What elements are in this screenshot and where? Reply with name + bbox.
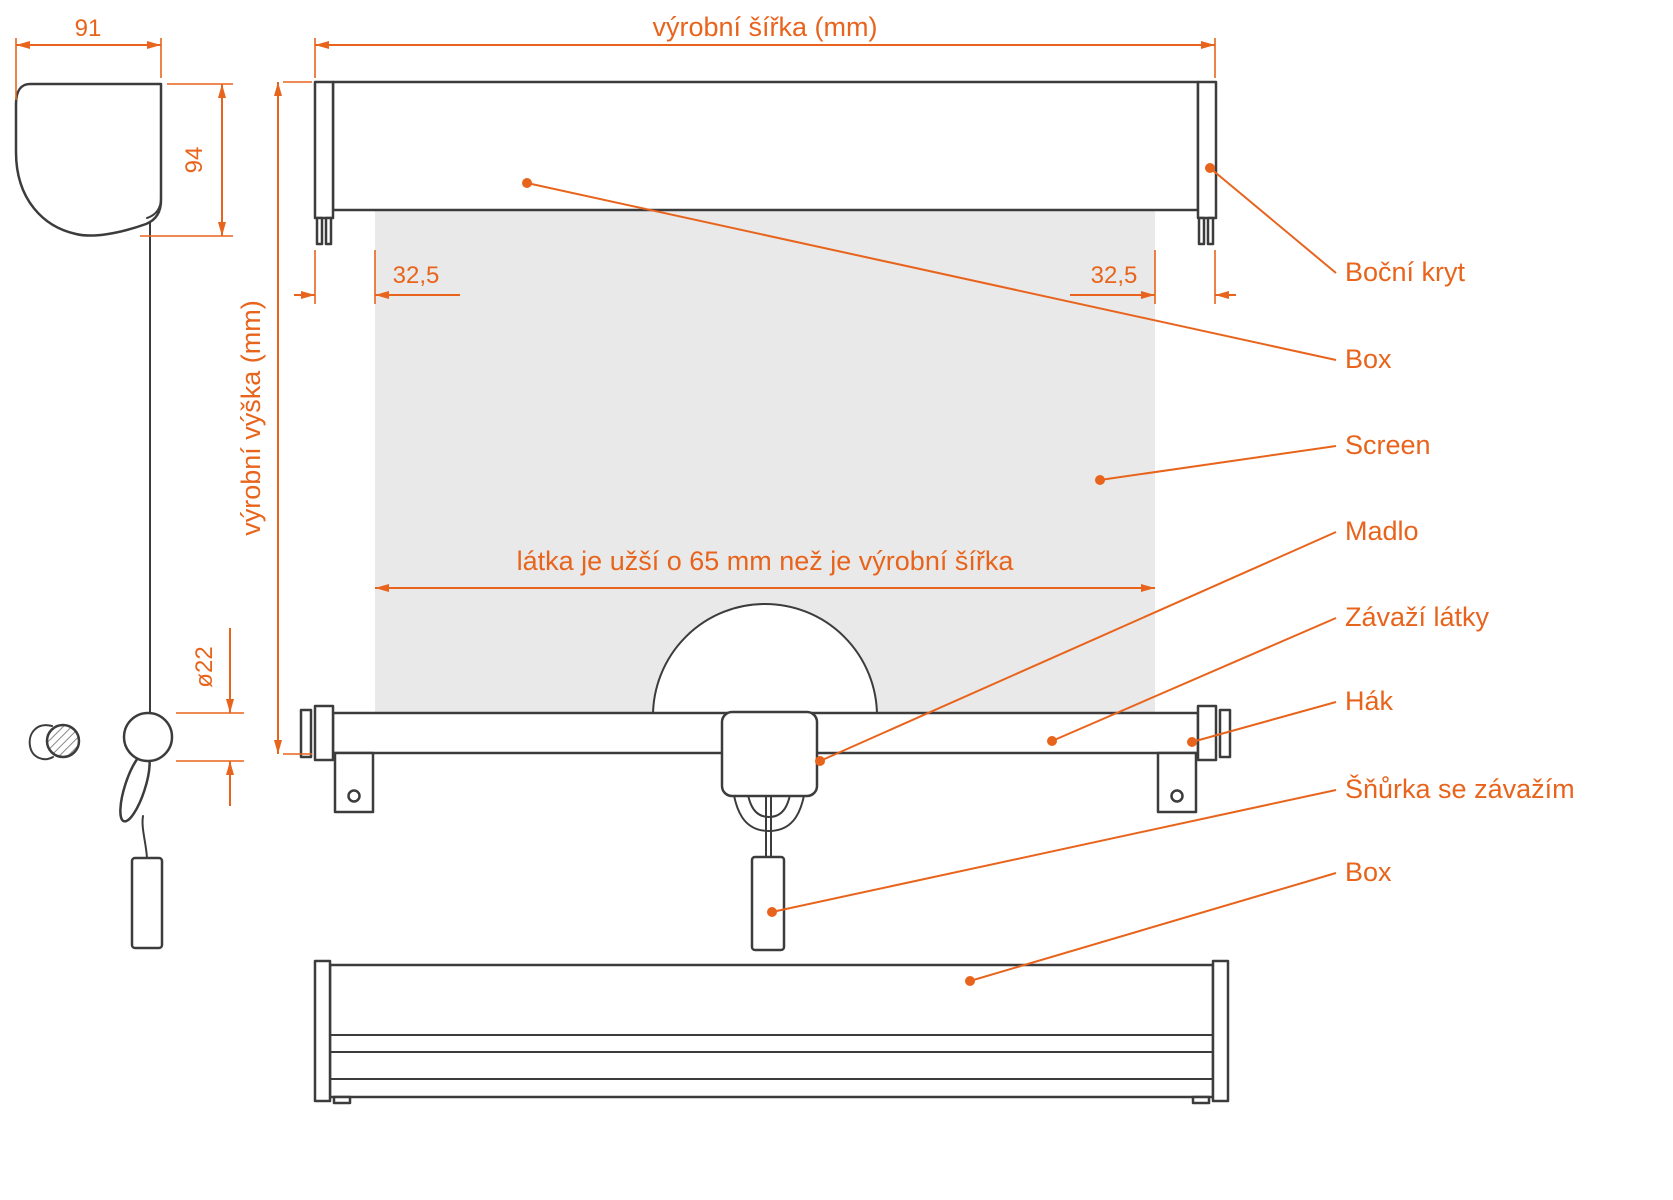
leader-dot-hak: [1187, 737, 1197, 747]
dim-side-width: 91: [15, 15, 162, 100]
front-view: [299, 80, 1232, 952]
dim-offset-left: 32,5: [294, 250, 460, 304]
hook-bracket-left: [333, 751, 375, 814]
bottom-box-foot-left: [332, 1095, 352, 1105]
dim-production-height: výrobní výška (mm): [236, 81, 312, 755]
dim-side-width-text: 91: [75, 15, 102, 42]
label-box-top: Box: [1345, 344, 1392, 374]
control-knob: [122, 711, 174, 763]
side-cover-left-clip: [315, 216, 324, 246]
leader-snurka: [771, 789, 1337, 913]
top-box: [331, 80, 1200, 212]
leader-dot-screen: [1095, 475, 1105, 485]
dim-side-height-text: 94: [181, 147, 208, 174]
cord-cross-section: [45, 723, 81, 759]
cord-weight: [750, 855, 786, 952]
leader-screen: [1099, 445, 1337, 481]
bottom-box-cap-right: [1211, 959, 1230, 1103]
side-cover-left: [313, 80, 335, 220]
dim-fabric-width-text: látka je užší o 65 mm než je výrobní šíř…: [517, 546, 1015, 576]
leader-hak: [1191, 701, 1337, 743]
label-hak: Hák: [1345, 686, 1394, 716]
dim-fabric-width: látka je užší o 65 mm než je výrobní šíř…: [375, 546, 1155, 592]
bottom-box-foot-right: [1191, 1095, 1211, 1105]
label-zavazi-latky: Závaží látky: [1345, 602, 1490, 632]
label-madlo: Madlo: [1345, 516, 1419, 546]
leader-bocni-kryt: [1209, 167, 1337, 274]
leader-madlo: [819, 531, 1337, 762]
side-cover-right-clip2: [1206, 216, 1215, 246]
hook-hole-left: [347, 789, 361, 803]
label-bocni-kryt: Boční kryt: [1345, 257, 1466, 287]
dim-production-width-text: výrobní šířka (mm): [652, 12, 877, 42]
leader-dot-madlo: [815, 756, 825, 766]
control-cord: [141, 815, 148, 859]
callouts: Boční kryt Box Screen Madlo Závaží látky…: [522, 163, 1575, 986]
bottom-box-view: [313, 959, 1230, 1105]
bottom-box-body: [328, 963, 1215, 1099]
dim-offset-left-text: 32,5: [393, 262, 440, 289]
dim-side-height: 94: [140, 83, 233, 237]
hook-bracket-right: [1156, 751, 1198, 814]
box-profile-inner-line: [146, 197, 162, 219]
rail-cap-left: [313, 704, 335, 762]
handle-body: [720, 710, 819, 798]
control-weight: [130, 856, 164, 950]
leader-dot-bocni-kryt: [1205, 163, 1215, 173]
dim-production-width: výrobní šířka (mm): [314, 12, 1216, 78]
bottom-box-cap-left: [313, 959, 332, 1103]
fabric-cutout: [652, 603, 878, 725]
hook-hole-right: [1170, 789, 1184, 803]
dim-cord-diameter: ø22: [176, 628, 244, 806]
side-cover-right: [1196, 80, 1218, 220]
handle-loop-outer: [730, 759, 808, 833]
handle: [720, 710, 819, 952]
leader-zavazi-latky: [1051, 617, 1337, 742]
leader-box-bottom: [969, 872, 1337, 982]
leader-dot-zavazi-latky: [1047, 736, 1057, 746]
rail-cap-right: [1196, 704, 1218, 762]
dim-offset-right: 32,5: [1070, 250, 1236, 304]
leader-dot-box-top: [522, 178, 532, 188]
label-screen: Screen: [1345, 430, 1431, 460]
leader-dot-snurka: [767, 907, 777, 917]
dim-production-height-text: výrobní výška (mm): [236, 300, 266, 536]
dim-cord-diameter-text: ø22: [191, 646, 218, 687]
hook-clip-icon: [28, 724, 54, 761]
side-view: [14, 82, 174, 950]
dim-offset-right-text: 32,5: [1091, 262, 1138, 289]
label-box-bottom: Box: [1345, 857, 1392, 887]
side-cover-left-clip2: [324, 216, 333, 246]
leader-box-top: [526, 182, 1337, 361]
leader-dot-box-bottom: [965, 976, 975, 986]
box-profile: [14, 82, 163, 237]
rail-end-piece-left: [299, 708, 313, 759]
label-snurka: Šňůrka se závažím: [1345, 773, 1575, 804]
side-cover-right-clip: [1197, 216, 1206, 246]
